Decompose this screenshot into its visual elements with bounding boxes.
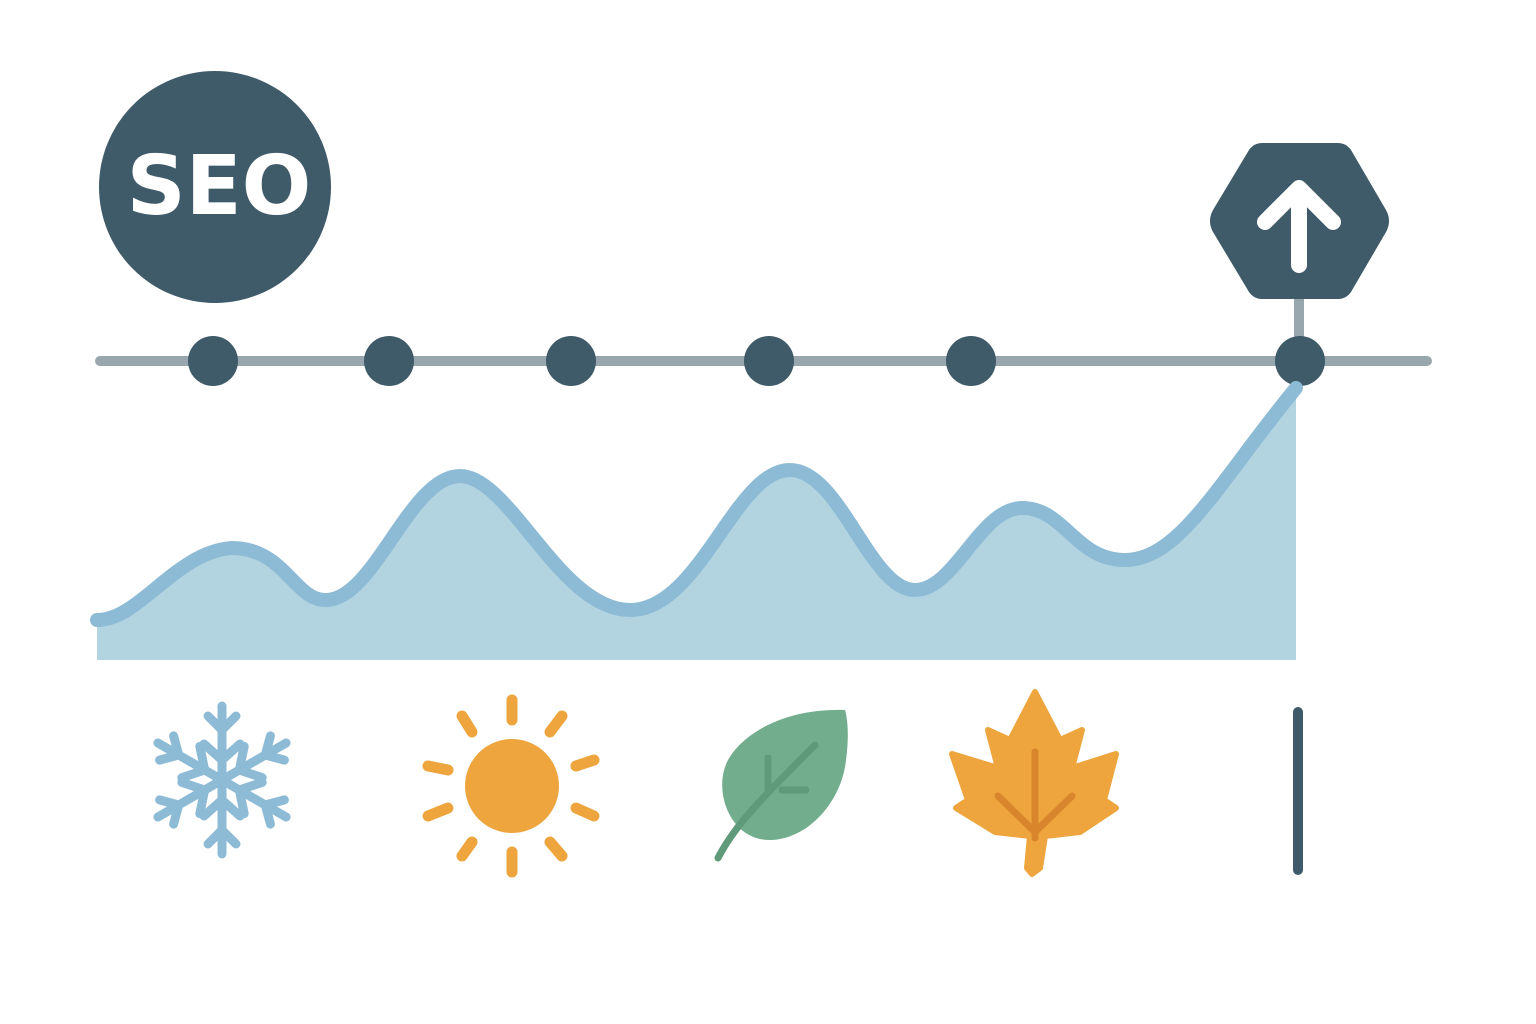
seasonal-traffic-wave [90,381,1303,660]
timeline-milestone [188,336,238,386]
wave-area-fill [97,388,1296,660]
leaf-icon [714,709,848,862]
timeline-milestone [364,336,414,386]
timeline-milestone [546,336,596,386]
timeline-milestone [1275,336,1325,386]
timeline-milestone [744,336,794,386]
seo-badge-label: SEO [127,139,312,234]
seo-badge-circle [99,71,331,303]
growth-marker [1210,143,1389,299]
seo-badge: SEO [99,71,331,303]
timeline-milestone [946,336,996,386]
arrow-up-icon [1257,180,1341,273]
timeline [95,298,1432,386]
sun-icon [422,694,600,878]
snowflake-icon [153,701,291,859]
maple-leaf-icon [949,689,1119,877]
wave-line [90,381,1303,627]
